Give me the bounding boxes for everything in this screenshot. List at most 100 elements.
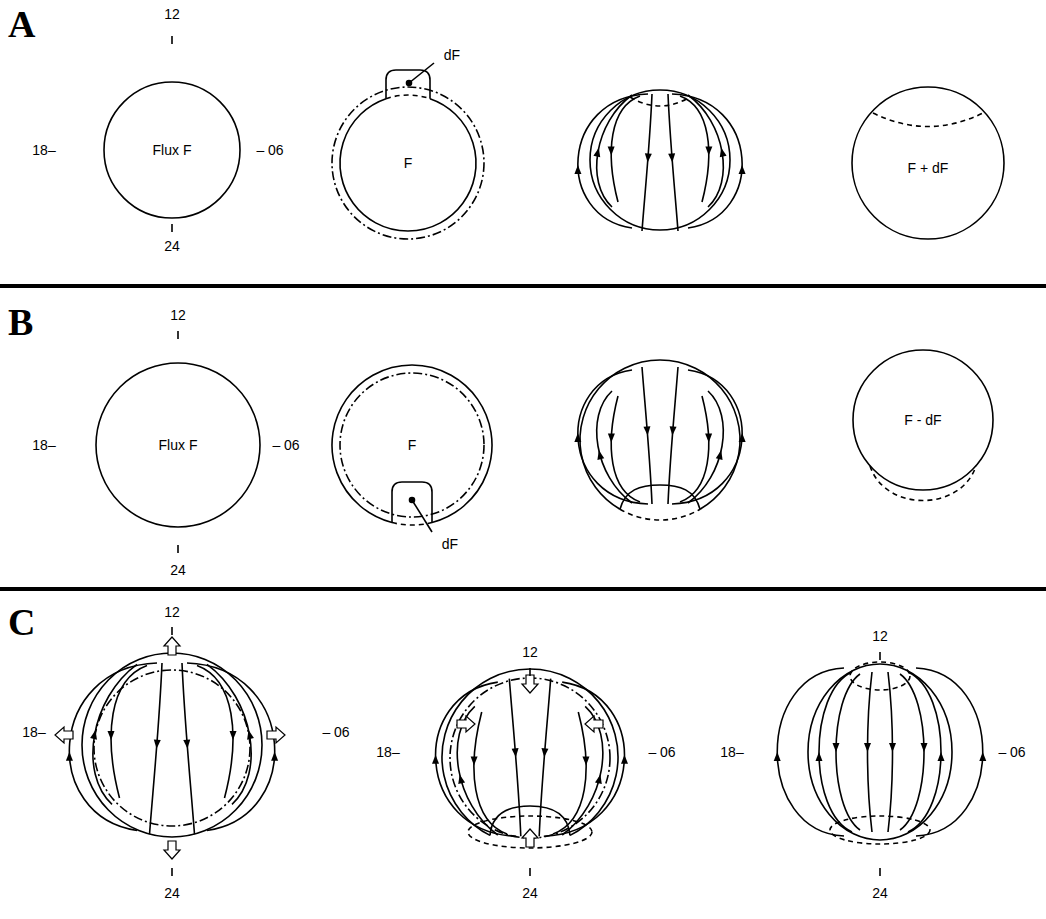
convection-streamline bbox=[888, 672, 893, 832]
flow-arrowhead bbox=[574, 433, 581, 442]
clock-tick bbox=[879, 868, 881, 876]
flow-arrowhead bbox=[229, 731, 236, 740]
flow-arrowhead bbox=[183, 739, 191, 749]
flow-arrowhead bbox=[432, 755, 439, 764]
convection-streamline bbox=[187, 663, 275, 831]
clock-label: 18– bbox=[32, 142, 55, 158]
outline bbox=[442, 669, 618, 835]
flow-arrowhead bbox=[716, 450, 725, 460]
clock-tick bbox=[177, 331, 179, 339]
flow-arrowhead bbox=[107, 731, 114, 740]
flow-arrowhead bbox=[669, 426, 677, 436]
flow-arrowhead bbox=[245, 729, 254, 739]
clock-tick bbox=[171, 224, 173, 232]
flow-arrowhead bbox=[938, 752, 945, 761]
panel-letter: C bbox=[8, 600, 35, 644]
polar-cap-boundary bbox=[853, 350, 993, 490]
convection-streamline bbox=[668, 94, 678, 231]
clock-label: 18– bbox=[32, 437, 55, 453]
clock-label: – 06 bbox=[998, 744, 1025, 760]
clock-label: 24 bbox=[164, 238, 180, 254]
flow-arrowhead bbox=[889, 743, 896, 752]
clock-label: 24 bbox=[872, 885, 888, 901]
convection-streamline bbox=[509, 679, 521, 837]
flux-label: F bbox=[408, 437, 417, 453]
polar-cap-region: F bbox=[348, 151, 468, 175]
convection-streamline bbox=[457, 706, 498, 835]
flow-arrowhead bbox=[668, 153, 676, 163]
clock-label: 12 bbox=[164, 604, 180, 620]
clock-label: 24 bbox=[522, 885, 538, 901]
polar-cap-boundary bbox=[104, 82, 240, 218]
clock-tick bbox=[171, 868, 173, 876]
panel-letter: A bbox=[8, 2, 35, 46]
motion-arrow bbox=[267, 727, 285, 743]
flow-arrowhead bbox=[456, 774, 465, 784]
convection-streamline bbox=[916, 668, 983, 836]
flow-arrowhead bbox=[541, 748, 549, 758]
flow-arrowhead bbox=[153, 739, 161, 749]
old-boundary bbox=[620, 509, 700, 520]
clock-label: 12 bbox=[522, 644, 538, 660]
flux-label: F - dF bbox=[904, 412, 941, 428]
old-boundary bbox=[873, 113, 983, 127]
flux-label: Flux F bbox=[159, 437, 198, 453]
clock-label: 18– bbox=[720, 744, 743, 760]
flow-arrowhead bbox=[644, 153, 652, 163]
outline bbox=[580, 360, 740, 509]
clock-label: – 06 bbox=[648, 744, 675, 760]
old-boundary bbox=[332, 87, 484, 239]
flow-arrowhead bbox=[979, 752, 986, 761]
flow-arrowhead bbox=[921, 743, 928, 752]
clock-label: 24 bbox=[164, 885, 180, 901]
convection-streamline bbox=[578, 370, 648, 504]
outline bbox=[340, 99, 476, 231]
flow-arrowhead bbox=[271, 752, 278, 761]
convection-streamline bbox=[819, 672, 852, 832]
old-boundary bbox=[94, 670, 250, 826]
flow-arrowhead bbox=[705, 433, 712, 442]
polar-cap-region: F + dF bbox=[863, 156, 993, 180]
flow-arrowhead bbox=[90, 729, 99, 739]
motion-arrow bbox=[55, 727, 73, 743]
motion-arrow bbox=[164, 637, 180, 655]
convection-streamline bbox=[672, 370, 742, 504]
polar-cap-boundary bbox=[96, 363, 260, 527]
flow-arrowhead bbox=[621, 755, 628, 764]
convection-streamline bbox=[207, 664, 251, 804]
convection-streamline bbox=[597, 95, 632, 207]
flow-arrowhead bbox=[593, 147, 602, 157]
old-boundary bbox=[340, 373, 484, 517]
convection-streamline bbox=[93, 664, 137, 804]
convection-streamline bbox=[900, 674, 924, 830]
convection-streamline bbox=[672, 94, 742, 228]
flow-arrowhead bbox=[66, 752, 73, 761]
polar-cap-region: Flux F bbox=[108, 433, 248, 457]
added-flux bbox=[386, 70, 430, 99]
flux-label: Flux F bbox=[153, 142, 192, 158]
clock-label: dF bbox=[442, 536, 458, 552]
polar-cap-boundary bbox=[82, 653, 262, 837]
convection-streamline bbox=[908, 672, 941, 832]
convection-streamline bbox=[150, 663, 163, 834]
polar-cap-boundary bbox=[852, 87, 1004, 239]
convection-streamline bbox=[868, 672, 873, 832]
flow-arrowhead bbox=[643, 426, 651, 436]
convection-streamline bbox=[562, 706, 603, 835]
clock-label: 12 bbox=[872, 628, 888, 644]
old-boundary bbox=[850, 662, 910, 690]
polar-cap-region: F - dF bbox=[863, 408, 983, 432]
flux-label: F bbox=[404, 155, 413, 171]
convection-streamline bbox=[642, 94, 652, 231]
clock-label: dF bbox=[444, 47, 460, 63]
motion-arrow bbox=[522, 829, 538, 847]
convection-streamline bbox=[544, 682, 625, 836]
convection-streamline bbox=[539, 679, 551, 837]
clock-label: – 06 bbox=[256, 142, 283, 158]
old-boundary bbox=[630, 97, 690, 106]
flow-arrowhead bbox=[864, 743, 871, 752]
flow-arrowhead bbox=[595, 450, 604, 460]
clock-tick bbox=[529, 668, 531, 676]
motion-arrow bbox=[164, 841, 180, 859]
polar-cap-region: Flux F bbox=[112, 138, 232, 162]
